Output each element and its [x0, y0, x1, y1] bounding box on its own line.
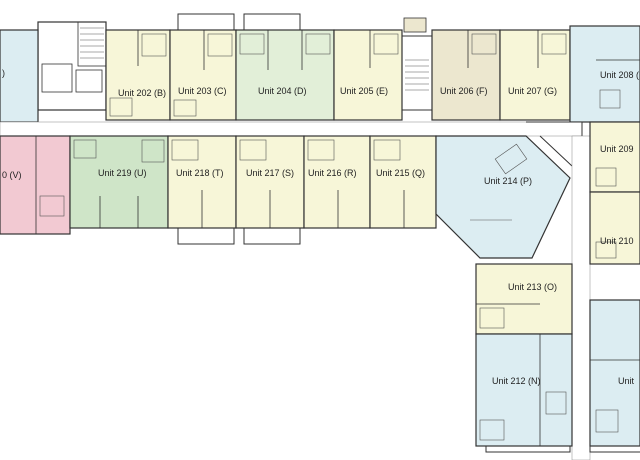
- unit-202-label: Unit 202 (B): [118, 88, 166, 98]
- unit-209[interactable]: Unit 209: [589, 121, 640, 193]
- unit-210[interactable]: Unit 210: [589, 191, 640, 265]
- unit-220[interactable]: 0 (V): [0, 135, 71, 235]
- unit-219[interactable]: Unit 219 (U): [69, 135, 169, 229]
- unit-211-label: Unit: [618, 376, 635, 386]
- unit-216-label: Unit 216 (R): [308, 168, 357, 178]
- unit-208[interactable]: Unit 208 (: [569, 25, 640, 123]
- balcony-rails-top: [177, 13, 301, 30]
- unit-201-label: ): [2, 68, 5, 78]
- unit-217[interactable]: Unit 217 (S): [235, 135, 305, 229]
- unit-218[interactable]: Unit 218 (T): [167, 135, 237, 229]
- unit-206[interactable]: Unit 206 (F): [431, 29, 501, 121]
- unit-213[interactable]: Unit 213 (O): [475, 263, 573, 335]
- unit-209-label: Unit 209: [600, 144, 634, 154]
- unit-203[interactable]: Unit 203 (C): [169, 29, 237, 121]
- unit-207-label: Unit 207 (G): [508, 86, 557, 96]
- unit-204-label: Unit 204 (D): [258, 86, 307, 96]
- balcony-rails-bottom: [177, 228, 301, 245]
- unit-214-label: Unit 214 (P): [484, 176, 532, 186]
- unit-217-label: Unit 217 (S): [246, 168, 294, 178]
- unit-211[interactable]: Unit: [589, 299, 640, 447]
- main-corridor: [0, 121, 583, 137]
- unit-216[interactable]: Unit 216 (R): [303, 135, 371, 229]
- unit-213-label: Unit 213 (O): [508, 282, 557, 292]
- unit-219-label: Unit 219 (U): [98, 168, 147, 178]
- unit-201[interactable]: ): [0, 29, 39, 123]
- unit-212-label: Unit 212 (N): [492, 376, 541, 386]
- unit-202[interactable]: Unit 202 (B): [105, 29, 171, 121]
- unit-207[interactable]: Unit 207 (G): [499, 29, 571, 121]
- unit-206-label: Unit 206 (F): [440, 86, 488, 96]
- unit-212[interactable]: Unit 212 (N): [475, 333, 573, 447]
- stair-core-middle: [401, 17, 433, 111]
- unit-205[interactable]: Unit 205 (E): [333, 29, 403, 121]
- unit-205-label: Unit 205 (E): [340, 86, 388, 96]
- unit-218-label: Unit 218 (T): [176, 168, 224, 178]
- unit-215-label: Unit 215 (Q): [376, 168, 425, 178]
- unit-203-label: Unit 203 (C): [178, 86, 227, 96]
- stair-core-left: [37, 21, 107, 111]
- balcony-rails-east: [485, 446, 640, 453]
- unit-210-label: Unit 210: [600, 236, 634, 246]
- unit-215[interactable]: Unit 215 (Q): [369, 135, 437, 229]
- east-corridor: [571, 135, 591, 460]
- unit-220-label: 0 (V): [2, 170, 22, 180]
- unit-208-label: Unit 208 (: [600, 70, 639, 80]
- unit-204[interactable]: Unit 204 (D): [235, 29, 335, 121]
- unit-214[interactable]: Unit 214 (P): [435, 135, 571, 259]
